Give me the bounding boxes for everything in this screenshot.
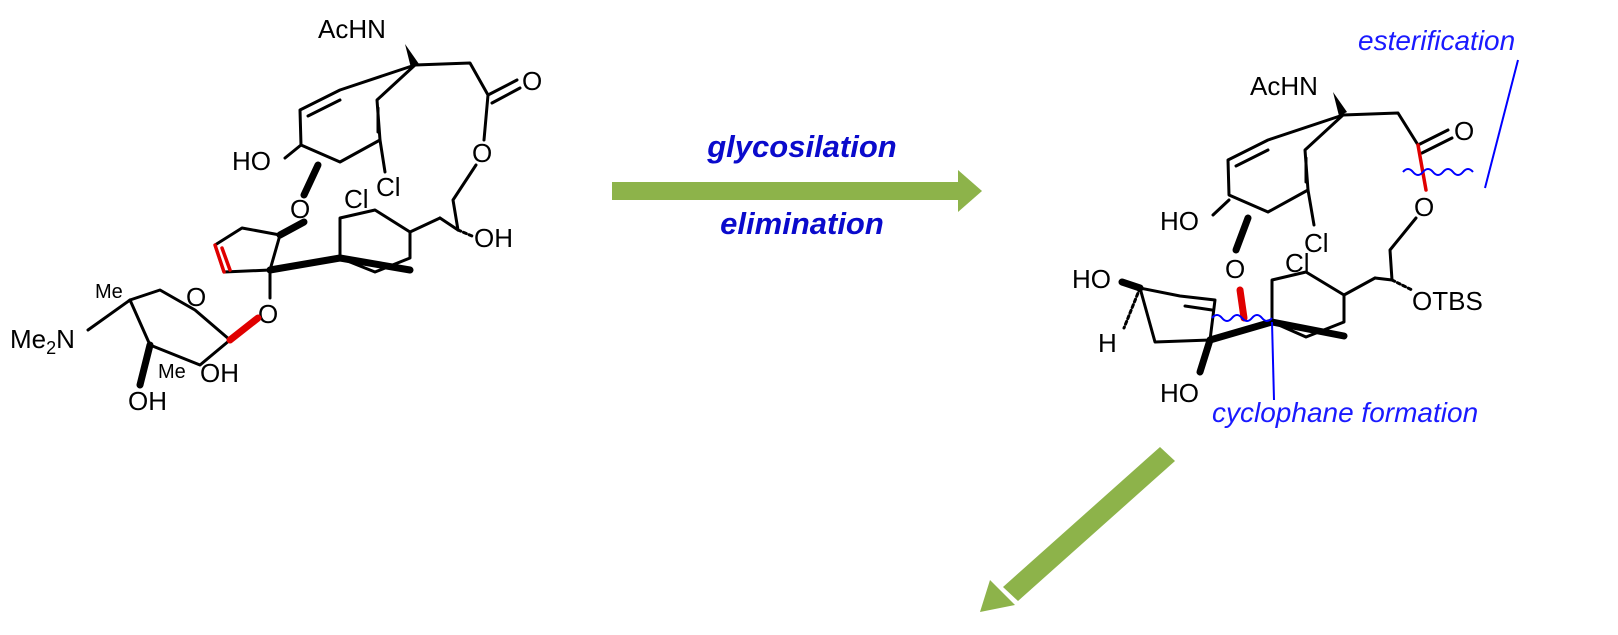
molecule-right: AcHN O O OTBS esterification HO Cl O Cl <box>1072 25 1519 428</box>
bond-ether-bold <box>1232 214 1252 254</box>
bond-cl <box>378 138 387 174</box>
bond-ring-chain <box>408 216 442 234</box>
bond-ester-chain <box>1388 216 1418 282</box>
ring-cyclopentene <box>1138 286 1217 344</box>
bond-ring-chain <box>1342 276 1377 297</box>
label-elimination: elimination <box>720 206 884 241</box>
bond-bold-ho-bottom <box>1196 336 1214 376</box>
bond-red-cyclophane <box>1236 286 1248 322</box>
ring-double-2 <box>306 98 342 118</box>
atom-ho-top: HO <box>1160 206 1199 236</box>
bond-hash-h <box>1122 286 1142 330</box>
bond-carbonyl <box>486 78 519 97</box>
bond-carbonyl-2 <box>490 86 522 105</box>
atom-cl-b: Cl <box>344 184 369 214</box>
bond-red-double <box>213 243 226 274</box>
bond-carbonyl-2 <box>1420 136 1454 155</box>
atom-o-ether: O <box>1225 254 1245 284</box>
atom-o-carbonyl: O <box>1454 116 1474 146</box>
atom-oh-side: OH <box>474 223 513 253</box>
ring-double-cp <box>1183 304 1214 312</box>
arrow-down-left-shaft <box>1003 447 1175 601</box>
bond-ether-bold <box>300 161 322 199</box>
atom-o-carbonyl: O <box>522 66 542 96</box>
ring-cyclopentene <box>213 226 282 274</box>
bond-ring-chain-2 <box>1373 276 1394 282</box>
atom-o-ester: O <box>472 138 492 168</box>
bond-oh-bold <box>136 341 154 389</box>
bond-n <box>86 298 132 332</box>
bond-ester <box>482 93 490 142</box>
bond-bold-cp-2 <box>266 254 344 274</box>
wavy-cyclophane <box>1211 314 1273 322</box>
bond-chain <box>413 61 490 97</box>
ring-upper <box>298 63 417 164</box>
bond-hash <box>1390 278 1414 292</box>
atom-cl-a: Cl <box>1304 228 1329 258</box>
bond-carbonyl <box>1416 128 1450 147</box>
arrow-down-left-head <box>980 580 1015 612</box>
atom-me-mid: Me <box>158 361 186 383</box>
arrow-right: glycosilation elimination <box>612 129 982 241</box>
atom-cl-a: Cl <box>376 172 401 202</box>
arrow-right-head <box>958 170 982 212</box>
bond-ho <box>283 143 303 160</box>
arrow-right-shaft <box>612 182 960 200</box>
atom-cl-b: Cl <box>1285 248 1310 278</box>
bond-ho <box>1211 198 1231 217</box>
wedge-bond <box>405 44 419 68</box>
bond-bold-lower <box>336 254 414 274</box>
label-esterification: esterification <box>1358 25 1515 56</box>
arrow-down-left <box>980 447 1175 612</box>
bond-red-glyco <box>226 314 262 344</box>
atom-otbs: OTBS <box>1412 286 1483 316</box>
wavy-esterification <box>1402 168 1474 176</box>
atom-o-ring: O <box>186 282 206 312</box>
atom-achn: AcHN <box>1250 71 1318 101</box>
atom-me-top: Me <box>95 281 123 303</box>
wedge-bond <box>1333 92 1347 116</box>
atom-o-ester: O <box>1414 192 1434 222</box>
atom-o-ether: O <box>290 194 310 224</box>
atom-ho-bottom: HO <box>1160 378 1199 408</box>
bond-red-ester <box>1416 143 1428 192</box>
atom-achn: AcHN <box>318 14 386 44</box>
bond-bold-cp <box>1206 318 1276 344</box>
ring-upper <box>1226 113 1345 214</box>
ring-double-2 <box>1234 148 1270 168</box>
atom-ho: HO <box>232 146 271 176</box>
atom-o-glyco: O <box>258 299 278 329</box>
atom-h: H <box>1098 328 1117 358</box>
atom-oh-ring: OH <box>200 358 239 388</box>
bond-ester-chain <box>451 163 478 232</box>
bond-bold-lower <box>1268 318 1348 340</box>
atom-ho-left: HO <box>1072 264 1111 294</box>
molecule-left: AcHN O O OH HO Cl O Cl O <box>10 14 542 416</box>
leader-cyclophane <box>1271 321 1275 401</box>
label-cyclophane: cyclophane formation <box>1212 397 1478 428</box>
bond-chain <box>1341 111 1420 147</box>
bond-bold-cp <box>276 218 308 239</box>
bond-hash <box>456 228 474 238</box>
label-glycosilation: glycosilation <box>706 129 896 164</box>
leader-esterification <box>1484 59 1519 189</box>
bond-bold-ho <box>1118 278 1144 292</box>
bond-red-double-2 <box>220 246 232 272</box>
bond-ring-chain-2 <box>438 216 460 232</box>
bond-cl <box>1306 188 1316 227</box>
atom-me2n: Me2N <box>10 324 75 358</box>
atom-oh-bottom: OH <box>128 386 167 416</box>
